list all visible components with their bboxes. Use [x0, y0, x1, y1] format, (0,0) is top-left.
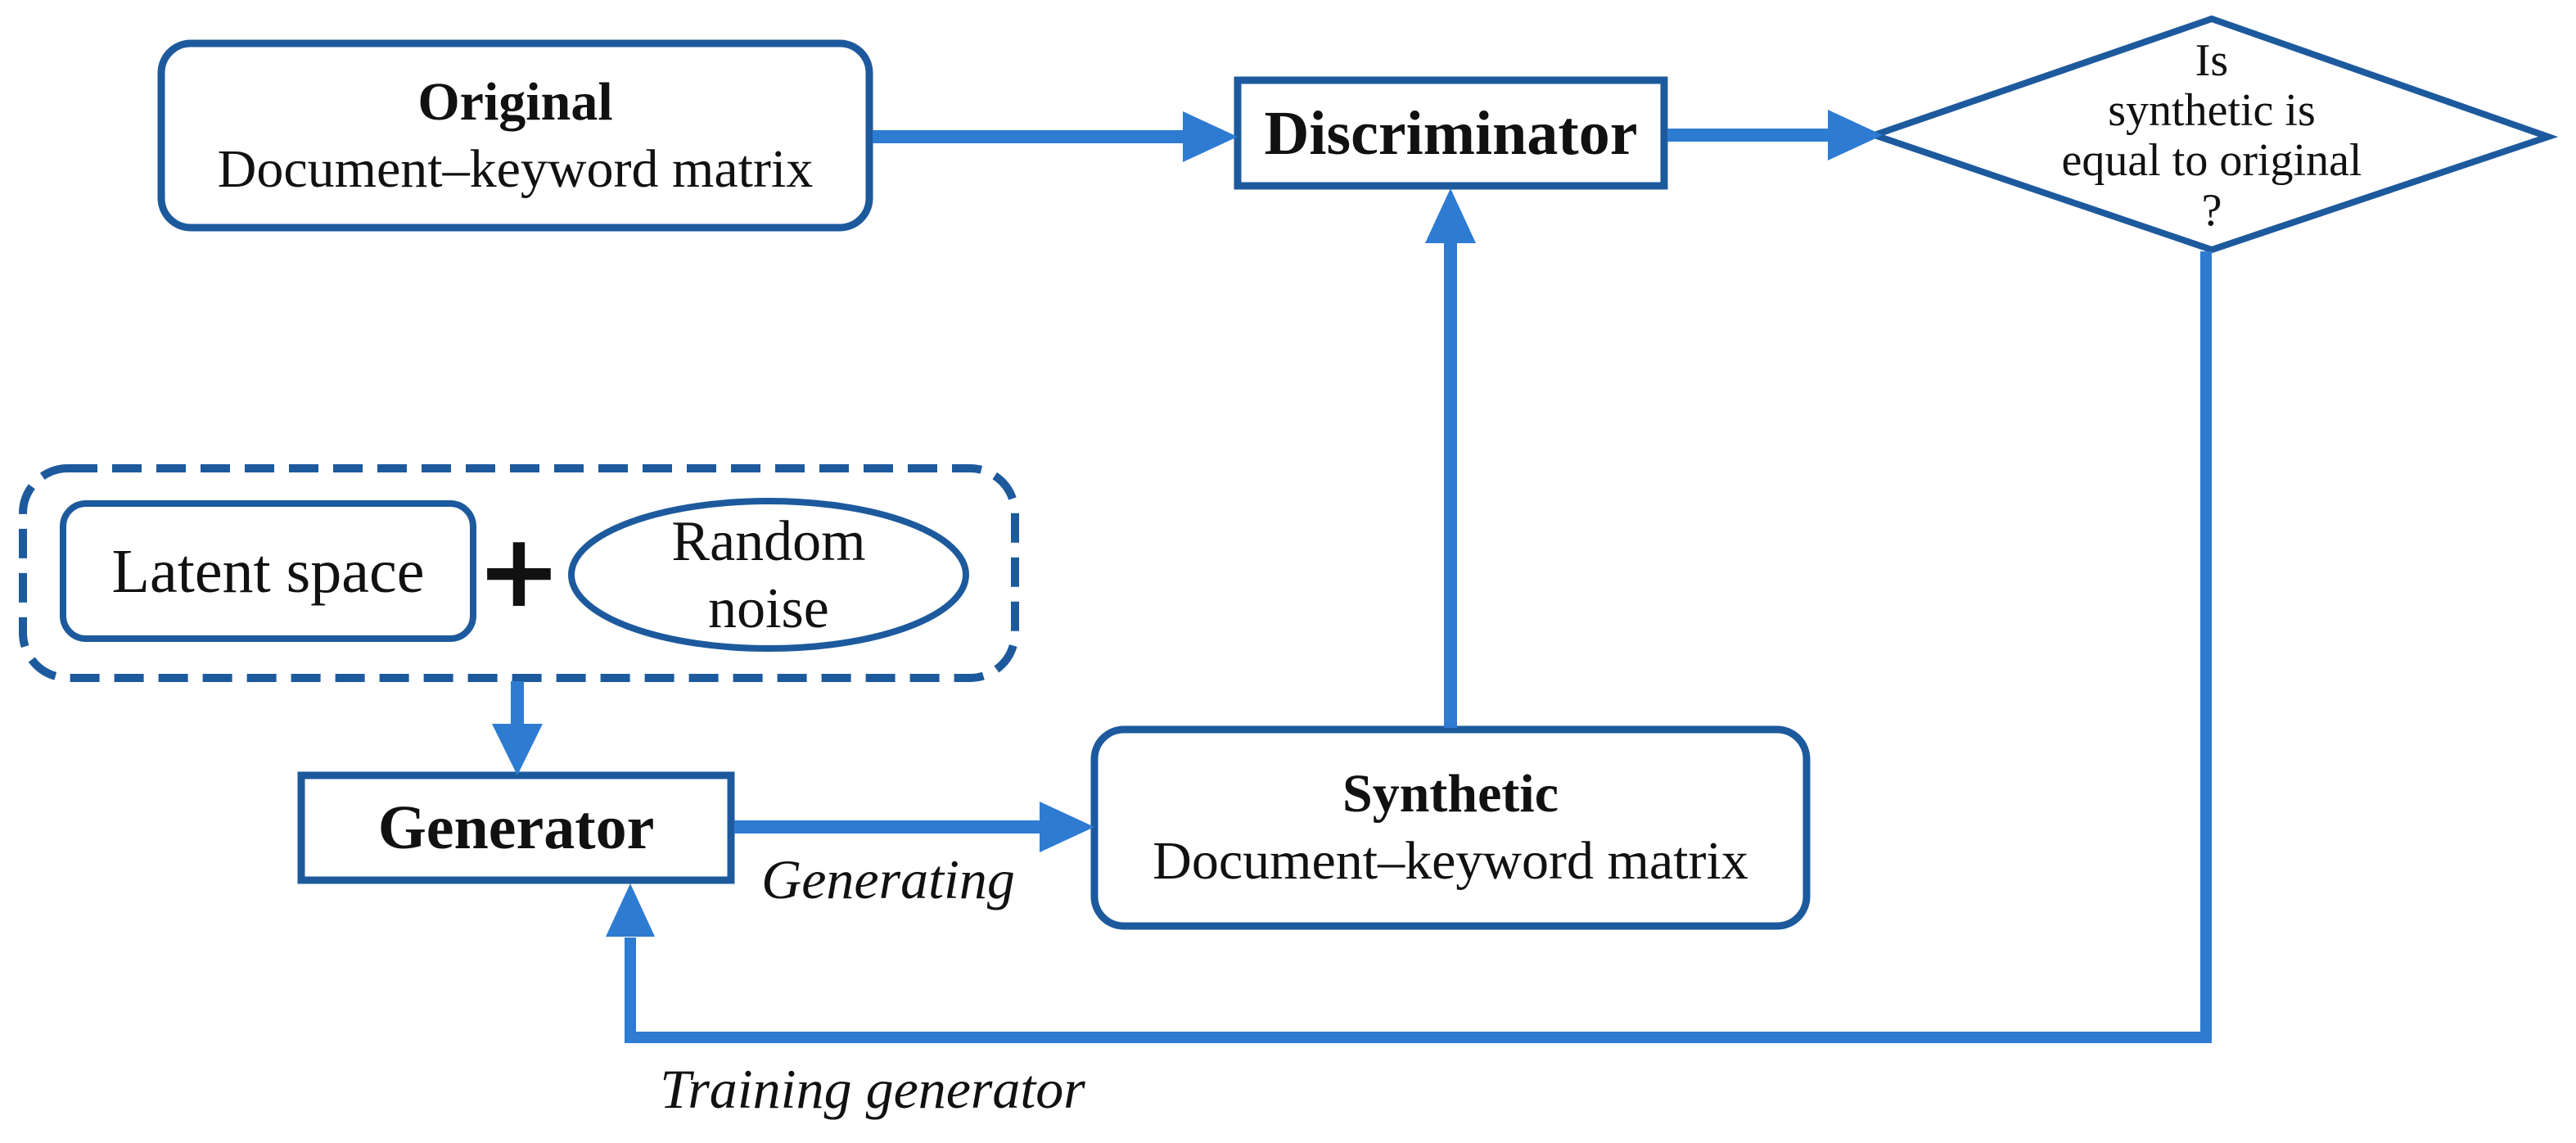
arrow-original-to-discriminator-head	[1183, 111, 1238, 162]
random-noise-line-2: noise	[708, 576, 829, 640]
latent-space-label-wrap: Latent space	[63, 504, 473, 639]
generator-label: Generator	[377, 793, 655, 862]
arrow-input-to-generator-head	[492, 724, 543, 775]
random-noise-label: Random noise	[571, 501, 966, 649]
discriminator-label-wrap: Discriminator	[1238, 80, 1664, 186]
random-noise-ellipse	[568, 498, 969, 652]
arrow-feedback-to-generator-head	[606, 883, 655, 937]
synthetic-subtitle: Document–keyword matrix	[1153, 831, 1748, 891]
discriminator-label: Discriminator	[1264, 98, 1638, 168]
synthetic-box	[1090, 725, 1811, 930]
decision-line-2: synthetic is	[2108, 85, 2316, 136]
generating-label: Generating	[761, 848, 1015, 910]
feedback-line	[625, 251, 2212, 1043]
original-box	[157, 39, 873, 232]
decision-line-4: ?	[2201, 185, 2222, 236]
arrow-generator-to-synthetic-head	[1040, 802, 1094, 852]
arrow-synthetic-to-discriminator-head	[1425, 188, 1476, 243]
latent-space-label: Latent space	[111, 536, 425, 606]
decision-diamond	[1864, 15, 2559, 254]
training-generator-label: Training generator	[660, 1058, 1085, 1120]
original-title: Original	[417, 71, 613, 132]
decision-text: Is synthetic is equal to original ?	[1874, 34, 2549, 237]
random-noise-line-1: Random	[671, 509, 866, 573]
decision-line-3: equal to original	[2061, 135, 2362, 186]
generator-box	[297, 771, 735, 884]
arrow-discriminator-to-decision-head	[1828, 110, 1883, 160]
generator-label-wrap: Generator	[301, 775, 731, 880]
plus-sign: +	[476, 513, 562, 630]
dashed-input-group	[19, 464, 1019, 682]
decision-line-1: Is	[2195, 35, 2229, 86]
latent-space-box	[60, 500, 476, 642]
discriminator-box	[1234, 76, 1668, 190]
synthetic-title: Synthetic	[1342, 764, 1559, 824]
original-box-label: Original Document–keyword matrix	[161, 43, 869, 228]
synthetic-box-label: Synthetic Document–keyword matrix	[1094, 730, 1807, 926]
original-subtitle: Document–keyword matrix	[217, 138, 814, 199]
